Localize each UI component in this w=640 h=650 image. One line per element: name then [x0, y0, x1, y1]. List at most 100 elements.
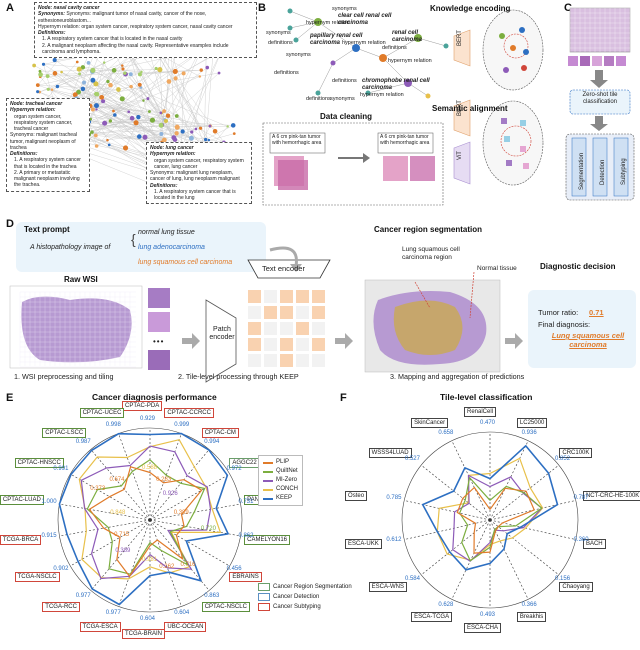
legend-label: MI-Zero	[276, 477, 297, 483]
axis-value: 0.584	[404, 575, 420, 582]
radar-series-conch	[436, 457, 544, 561]
more-tiles-dots: •••	[153, 337, 165, 346]
graph-node	[194, 127, 198, 131]
axis-value: 0.612	[386, 537, 402, 544]
token-cell	[296, 354, 309, 367]
token-cell	[280, 290, 293, 303]
edge-label: synonyms	[286, 52, 311, 58]
subtyping-label: Subtyping	[621, 158, 627, 185]
graph-node	[232, 132, 236, 135]
axis-value: 0.902	[53, 566, 69, 572]
graph-node	[94, 144, 99, 148]
graph-node	[173, 76, 178, 81]
legend-swatch	[263, 479, 273, 482]
axis-value: 0.987	[75, 439, 91, 446]
graph-node	[159, 131, 164, 136]
final-diagnosis-value: Lung squamous cell carcinoma	[551, 331, 625, 349]
radar-series-plip	[456, 486, 535, 554]
graph-node	[161, 137, 167, 143]
radar-spoke	[149, 519, 182, 607]
axis-label: UBC-OCEAN	[164, 622, 207, 633]
axis-label: ESCA-WNS	[368, 582, 407, 593]
graph-node	[95, 108, 98, 111]
graph-node	[208, 124, 212, 128]
graph-node	[75, 60, 79, 64]
box-def2: 2. A malignant neoplasm affecting the na…	[42, 42, 229, 55]
graph-node	[101, 99, 106, 104]
legend-label: Cancer Subtyping	[273, 604, 321, 610]
graph-node	[106, 138, 109, 142]
radar-series-conch	[78, 439, 221, 580]
edge-label: synonyms	[266, 30, 291, 36]
box-definitions: Definitions:	[150, 182, 178, 189]
panel-letter-a: A	[6, 2, 14, 14]
axis-value: 0.999	[174, 422, 190, 429]
axis-label: CPTAC-CM	[201, 427, 239, 438]
graph-node	[198, 75, 202, 78]
radar-series-keep	[421, 445, 559, 571]
legend-item: Cancer Region Segmentation	[258, 582, 352, 592]
graph-node	[76, 89, 81, 95]
prompt-prefix: A histopathology image of	[30, 244, 111, 251]
radar-spoke	[489, 519, 576, 540]
inner-value: 0.674	[109, 477, 125, 484]
graph-node	[128, 72, 133, 77]
edge-label: definitions	[382, 45, 407, 51]
axis-value: 0.936	[521, 429, 537, 436]
inner-value: 0.588	[142, 465, 158, 472]
token-cell	[248, 354, 261, 367]
legend-item: PLIP	[263, 458, 298, 467]
normal-tissue-label: Normal tissue	[477, 265, 517, 272]
token-cell	[248, 338, 261, 351]
prompt-option-lusc: lung squamous cell carcinoma	[138, 259, 233, 266]
node-rcc: renal cell carcinoma	[392, 30, 423, 43]
box-hypernym: Hypernym relation: organ system cancer, …	[38, 23, 233, 30]
graph-node	[172, 68, 178, 75]
radar-series-quiltnet	[459, 477, 543, 562]
step-1-caption: 1. WSI preprocessing and tiling	[14, 372, 114, 381]
token-cell	[248, 306, 261, 319]
axis-label: SkinCancer	[411, 417, 449, 428]
graph-node	[158, 122, 164, 128]
graph-node	[106, 79, 110, 84]
axis-label: TCGA-RCC	[42, 602, 80, 613]
graph-node	[45, 74, 50, 79]
token-cell	[296, 306, 309, 319]
axis-value: 0.977	[105, 609, 121, 616]
graph-node	[46, 87, 50, 91]
inner-value: 0.926	[162, 491, 178, 498]
axis-value: 0.527	[404, 456, 420, 463]
patch-encoder-label: Patch encoder	[209, 326, 235, 342]
axis-label: CPTAC-LSCC	[42, 427, 87, 438]
box-node: Node: nasal cavity cancer	[38, 5, 100, 11]
brace-icon: {	[131, 231, 136, 247]
axis-value: 0.604	[174, 609, 190, 616]
axis-value: 0.972	[226, 466, 242, 472]
graph-node	[52, 58, 57, 63]
step-3-caption: 3. Mapping and aggregation of prediction…	[390, 372, 525, 381]
graph-node	[121, 64, 124, 67]
box-hypernym: Hypernym relation:	[150, 151, 196, 158]
graph-node	[172, 137, 178, 142]
text-encoder-label: Text encoder	[262, 264, 305, 273]
graph-node	[41, 62, 46, 66]
radar-spoke	[451, 440, 491, 521]
panel-f-title: Tile-level classification	[440, 392, 533, 402]
graph-node	[123, 71, 127, 75]
bert-label: BERT	[457, 100, 463, 116]
raw-wsi-title: Raw WSI	[64, 275, 98, 284]
graph-node	[81, 80, 87, 85]
bert-label: BERT	[457, 30, 463, 46]
diagnostic-decision-title: Diagnostic decision	[540, 262, 616, 271]
radar-spoke	[489, 440, 529, 521]
axis-label: TCGA-NSCLC	[14, 572, 60, 582]
box-synonyms: Synonyms: malignant tumor of nasal cavit…	[38, 11, 207, 24]
axis-label: CAMELYON16	[244, 534, 291, 545]
definition-box-nasal: Node: nasal cavity cancer Synonyms: Syno…	[34, 2, 257, 58]
graph-node	[154, 66, 158, 71]
axis-label: CPTAC-LUAD	[0, 495, 44, 506]
radar-series-keep	[58, 432, 229, 606]
token-cell	[280, 306, 293, 319]
axis-value: 0.604	[140, 616, 156, 622]
